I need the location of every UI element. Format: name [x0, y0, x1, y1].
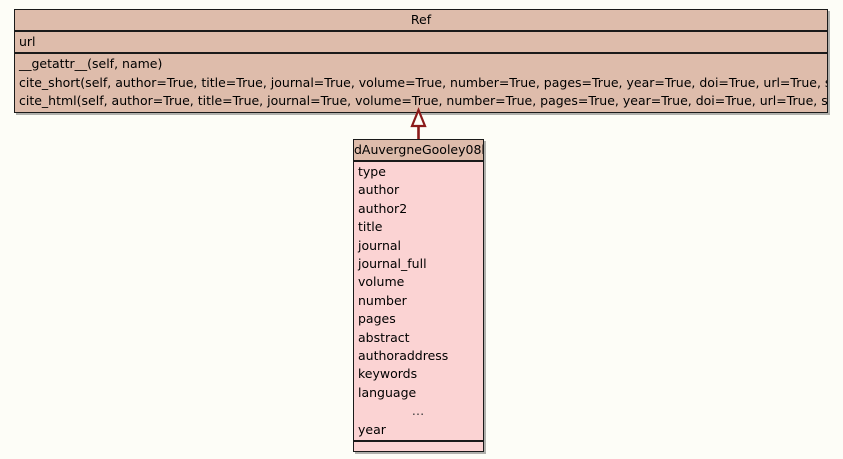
operation-row: __getattr__(self, name) — [19, 56, 163, 72]
attribute-row: year — [358, 421, 386, 437]
attribute-row: volume — [358, 274, 405, 290]
attribute-row: pages — [358, 311, 396, 327]
attribute-row: journal_full — [358, 256, 427, 272]
attribute-row: type — [358, 164, 386, 179]
uml-class-dauvergnegooley08b[interactable]: dAuvergneGooley08b type author author2 t… — [353, 139, 484, 453]
attribute-row: title — [358, 219, 383, 235]
attribute-row: abstract — [358, 329, 410, 345]
class-name-ref: Ref — [15, 10, 827, 32]
attribute-row: authoraddress — [358, 348, 449, 364]
generalization-connector — [410, 107, 427, 144]
attribute-row: journal — [358, 237, 402, 253]
attribute-row: language — [358, 384, 417, 400]
operation-row: cite_html(self, author=True, title=True,… — [19, 93, 827, 109]
operation-row: cite_short(self, author=True, title=True… — [19, 74, 827, 90]
attributes-compartment-dauvergnegooley08b: type author author2 title journal journa… — [354, 162, 483, 441]
attribute-row: url — [19, 34, 36, 49]
attribute-row: keywords — [358, 366, 418, 382]
generalization-arrowhead-icon — [410, 107, 427, 128]
operations-compartment-dauvergnegooley08b — [354, 440, 483, 452]
operations-compartment-ref: __getattr__(self, name) cite_short(self,… — [15, 52, 827, 112]
attributes-compartment-ref: url — [15, 32, 827, 53]
attribute-row: author2 — [358, 200, 408, 216]
attribute-row: number — [358, 292, 407, 308]
uml-class-ref[interactable]: Ref url __getattr__(self, name) cite_sho… — [14, 9, 828, 113]
attribute-row-ellipsis: … — [411, 403, 426, 419]
attribute-row: author — [358, 182, 400, 198]
class-name-dauvergnegooley08b: dAuvergneGooley08b — [354, 140, 483, 162]
